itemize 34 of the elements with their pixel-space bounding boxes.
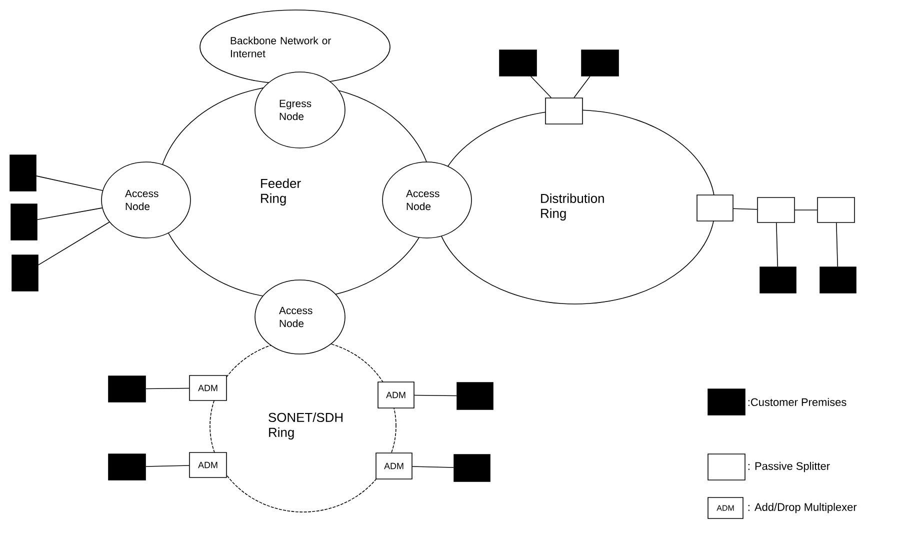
connector-line: [836, 222, 838, 267]
legend-text: : Add/Drop Multiplexer: [748, 502, 857, 514]
connector-line: [38, 222, 110, 266]
connector-line: [733, 208, 758, 210]
adm-box: ADM: [189, 375, 227, 401]
premises-block: [820, 266, 856, 294]
premises-block: [581, 50, 619, 76]
premises-block: [499, 50, 537, 76]
connector-line: [36, 176, 103, 191]
premises-block: [760, 266, 796, 294]
adm-box: ADM: [189, 452, 227, 478]
legend-text: :Customer Premises: [748, 398, 846, 406]
connector-line: [146, 388, 190, 390]
adm-box: ADM: [378, 382, 414, 408]
connector-line: [37, 208, 102, 220]
premises-block: [454, 454, 490, 482]
premises-block: [12, 254, 38, 292]
splitter-box: [696, 194, 734, 222]
splitter-box: [817, 197, 855, 223]
premises-block: [108, 454, 146, 480]
legend-text: : Passive Splitter: [748, 462, 830, 472]
connector-line: [414, 394, 457, 396]
connector-line: [530, 76, 552, 98]
premises-block: [456, 382, 494, 410]
premises-block: [108, 376, 146, 402]
premises-block: [10, 154, 36, 192]
connector-line: [776, 222, 778, 267]
connector-line: [146, 465, 190, 467]
adm-box: ADM: [376, 452, 412, 480]
splitter-box: [757, 197, 795, 223]
connector-line: [412, 466, 454, 468]
premises-block: [10, 204, 38, 240]
splitter-box: [545, 98, 583, 124]
connector-line: [574, 76, 590, 98]
